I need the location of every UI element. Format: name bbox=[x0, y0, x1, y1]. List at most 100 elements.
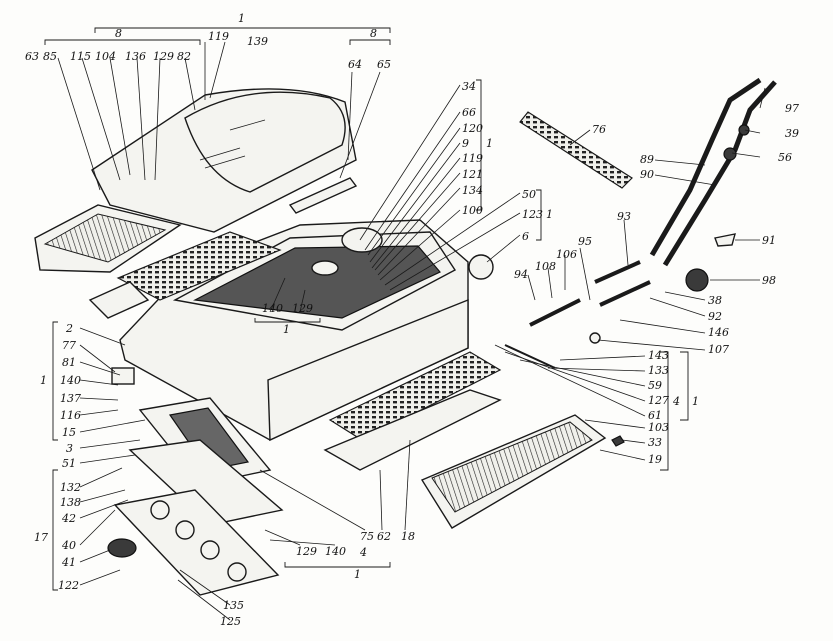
callout-77: 77 bbox=[62, 339, 76, 352]
callout-9: 9 bbox=[462, 137, 469, 150]
bottom-plate bbox=[323, 389, 502, 471]
callout-50: 50 bbox=[522, 188, 536, 201]
filler-cap bbox=[311, 260, 339, 276]
callout-4-bot: 4 bbox=[359, 546, 367, 559]
filter-cap bbox=[107, 538, 137, 558]
callout-139-top: 139 bbox=[247, 35, 268, 48]
callout-140-left: 140 bbox=[60, 374, 81, 387]
callout-97: 97 bbox=[785, 102, 799, 115]
callout-116: 116 bbox=[60, 409, 81, 422]
front-grille-lower bbox=[328, 351, 502, 441]
cover-strip bbox=[288, 177, 358, 214]
bracket-block bbox=[111, 367, 135, 385]
pipe-93 bbox=[594, 260, 641, 284]
washer-107 bbox=[589, 332, 601, 344]
housing-opening bbox=[193, 245, 441, 319]
callout-138: 138 bbox=[60, 496, 81, 509]
callout-1-right: 1 bbox=[546, 208, 553, 221]
filler-neck bbox=[341, 227, 383, 253]
lower-left-bracket bbox=[88, 281, 150, 319]
callout-51: 51 bbox=[62, 457, 76, 470]
callout-91: 91 bbox=[762, 234, 776, 247]
callout-103: 103 bbox=[648, 421, 669, 434]
callout-labels: 1 8 8 119 139 63 85 115 104 136 129 82 6… bbox=[25, 12, 799, 628]
callout-40: 40 bbox=[61, 539, 76, 552]
callout-1-far: 1 bbox=[692, 395, 699, 408]
callout-127: 127 bbox=[648, 394, 669, 407]
callout-89: 89 bbox=[640, 153, 654, 166]
right-brace-mid bbox=[476, 79, 542, 241]
callout-82: 82 bbox=[177, 50, 191, 63]
clip-91 bbox=[714, 233, 736, 247]
callout-59: 59 bbox=[648, 379, 662, 392]
callout-6: 6 bbox=[522, 230, 529, 243]
pipe-92 bbox=[599, 280, 651, 307]
callout-92: 92 bbox=[708, 310, 722, 323]
callout-76: 76 bbox=[592, 123, 606, 136]
callout-8-left: 8 bbox=[115, 27, 122, 40]
long-pipe-90 bbox=[649, 77, 762, 257]
plate-holes bbox=[150, 500, 247, 582]
nut-56 bbox=[723, 147, 737, 161]
callout-133: 133 bbox=[648, 364, 669, 377]
callout-90: 90 bbox=[640, 168, 654, 181]
right-brace-lower bbox=[660, 351, 689, 471]
callout-65: 65 bbox=[377, 58, 391, 71]
callout-85: 85 bbox=[43, 50, 57, 63]
callout-61: 61 bbox=[648, 409, 662, 422]
callout-123: 123 bbox=[522, 208, 543, 221]
callout-64: 64 bbox=[348, 58, 362, 71]
leader-lines bbox=[57, 41, 766, 621]
callout-135: 135 bbox=[223, 599, 244, 612]
cover-slots bbox=[199, 119, 266, 169]
callout-107: 107 bbox=[708, 343, 729, 356]
filter-tray-ribs bbox=[43, 213, 167, 263]
grommet-6 bbox=[468, 254, 494, 280]
callout-18: 18 bbox=[401, 530, 415, 543]
callout-121: 121 bbox=[462, 168, 483, 181]
left-brace bbox=[52, 321, 58, 591]
callout-15: 15 bbox=[62, 426, 76, 439]
callout-125: 125 bbox=[220, 615, 241, 628]
bolt-33 bbox=[611, 435, 625, 447]
pipe-94 bbox=[529, 298, 581, 327]
callout-137: 137 bbox=[60, 392, 81, 405]
callout-134: 134 bbox=[462, 184, 483, 197]
callout-33: 33 bbox=[648, 436, 662, 449]
housing-front-face bbox=[267, 298, 469, 442]
callout-132: 132 bbox=[60, 481, 81, 494]
callout-129-bot: 129 bbox=[296, 545, 317, 558]
callout-34: 34 bbox=[462, 80, 476, 93]
perforated-strip bbox=[519, 111, 633, 189]
callout-1-center: 1 bbox=[283, 323, 290, 336]
callout-66: 66 bbox=[462, 106, 476, 119]
top-brace-1 bbox=[44, 27, 391, 45]
nut-98 bbox=[685, 268, 709, 292]
callout-108: 108 bbox=[535, 260, 556, 273]
callout-140-mid: 140 bbox=[262, 302, 283, 315]
callout-38: 38 bbox=[708, 294, 722, 307]
callout-119-top: 119 bbox=[208, 30, 229, 43]
callout-4-right: 4 bbox=[672, 395, 680, 408]
callout-81: 81 bbox=[62, 356, 76, 369]
callout-42: 42 bbox=[61, 512, 76, 525]
lower-ribbed-tray-ribs bbox=[431, 421, 593, 513]
callout-8-right: 8 bbox=[370, 27, 377, 40]
callout-39: 39 bbox=[785, 127, 799, 140]
callout-17: 17 bbox=[34, 531, 48, 544]
callout-136: 136 bbox=[125, 50, 146, 63]
callout-104: 104 bbox=[95, 50, 116, 63]
callout-94: 94 bbox=[514, 268, 528, 281]
callout-41: 41 bbox=[61, 556, 76, 569]
callout-115: 115 bbox=[70, 50, 91, 63]
callout-120: 120 bbox=[462, 122, 483, 135]
callout-1-left: 1 bbox=[40, 374, 47, 387]
nut-39 bbox=[738, 124, 750, 136]
callout-95: 95 bbox=[578, 235, 592, 248]
callout-146: 146 bbox=[708, 326, 729, 339]
rod-127 bbox=[504, 344, 556, 369]
callout-93: 93 bbox=[617, 210, 631, 223]
front-grille-upper bbox=[116, 231, 282, 301]
